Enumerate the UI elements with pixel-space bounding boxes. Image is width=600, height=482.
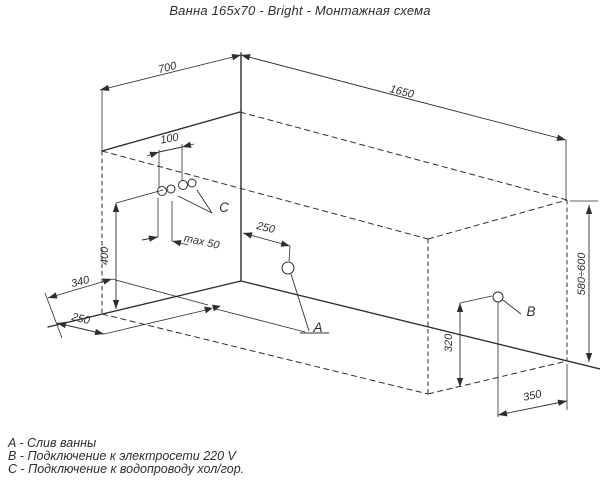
dim-100: 100 [146, 131, 195, 188]
dim-label-320: 320 [443, 333, 455, 352]
dim-340: 340 [44, 274, 209, 339]
dim-700: 700 [99, 54, 242, 151]
dim-label-400: 400 [99, 246, 111, 265]
dim-label-250-drain: 250 [254, 220, 276, 236]
water-pipes: C [157, 178, 229, 215]
dim-label-rim-height: 580÷600 [576, 252, 588, 296]
dim-label-250-floor: 250 [69, 311, 91, 327]
legend-item-a: A - Слив ванны [8, 436, 97, 450]
legend-item-c: C - Подключение к водопроводу хол/гор. [8, 462, 245, 476]
drain-point: 250 A [204, 220, 329, 335]
dim-max50: max 50 [141, 198, 222, 252]
dim-400: 400 [99, 189, 164, 309]
electric-point: B 320 350 [443, 291, 568, 417]
dim-label-max50: max 50 [183, 232, 222, 251]
dim-250-floor: 250 [56, 309, 207, 336]
dim-580-600: 580÷600 [570, 200, 598, 362]
dim-1650: 1650 [240, 54, 567, 200]
dim-label-100: 100 [159, 131, 180, 146]
page-title: Ванна 165x70 - Bright - Монтажная схема [169, 3, 431, 18]
dim-label-1650: 1650 [388, 83, 416, 101]
legend: A - Слив ванны B - Подключение к электро… [8, 437, 244, 476]
point-label-a: A [312, 320, 322, 335]
bathtub-hidden-edges [101, 111, 568, 395]
point-label-c: C [219, 200, 229, 215]
point-label-b: B [526, 304, 535, 319]
dim-label-340: 340 [70, 274, 92, 290]
dim-label-700: 700 [157, 60, 179, 76]
floor-drain-marker [204, 306, 213, 314]
dim-label-350: 350 [522, 388, 543, 404]
legend-item-b: B - Подключение к электросети 220 V [8, 449, 236, 463]
